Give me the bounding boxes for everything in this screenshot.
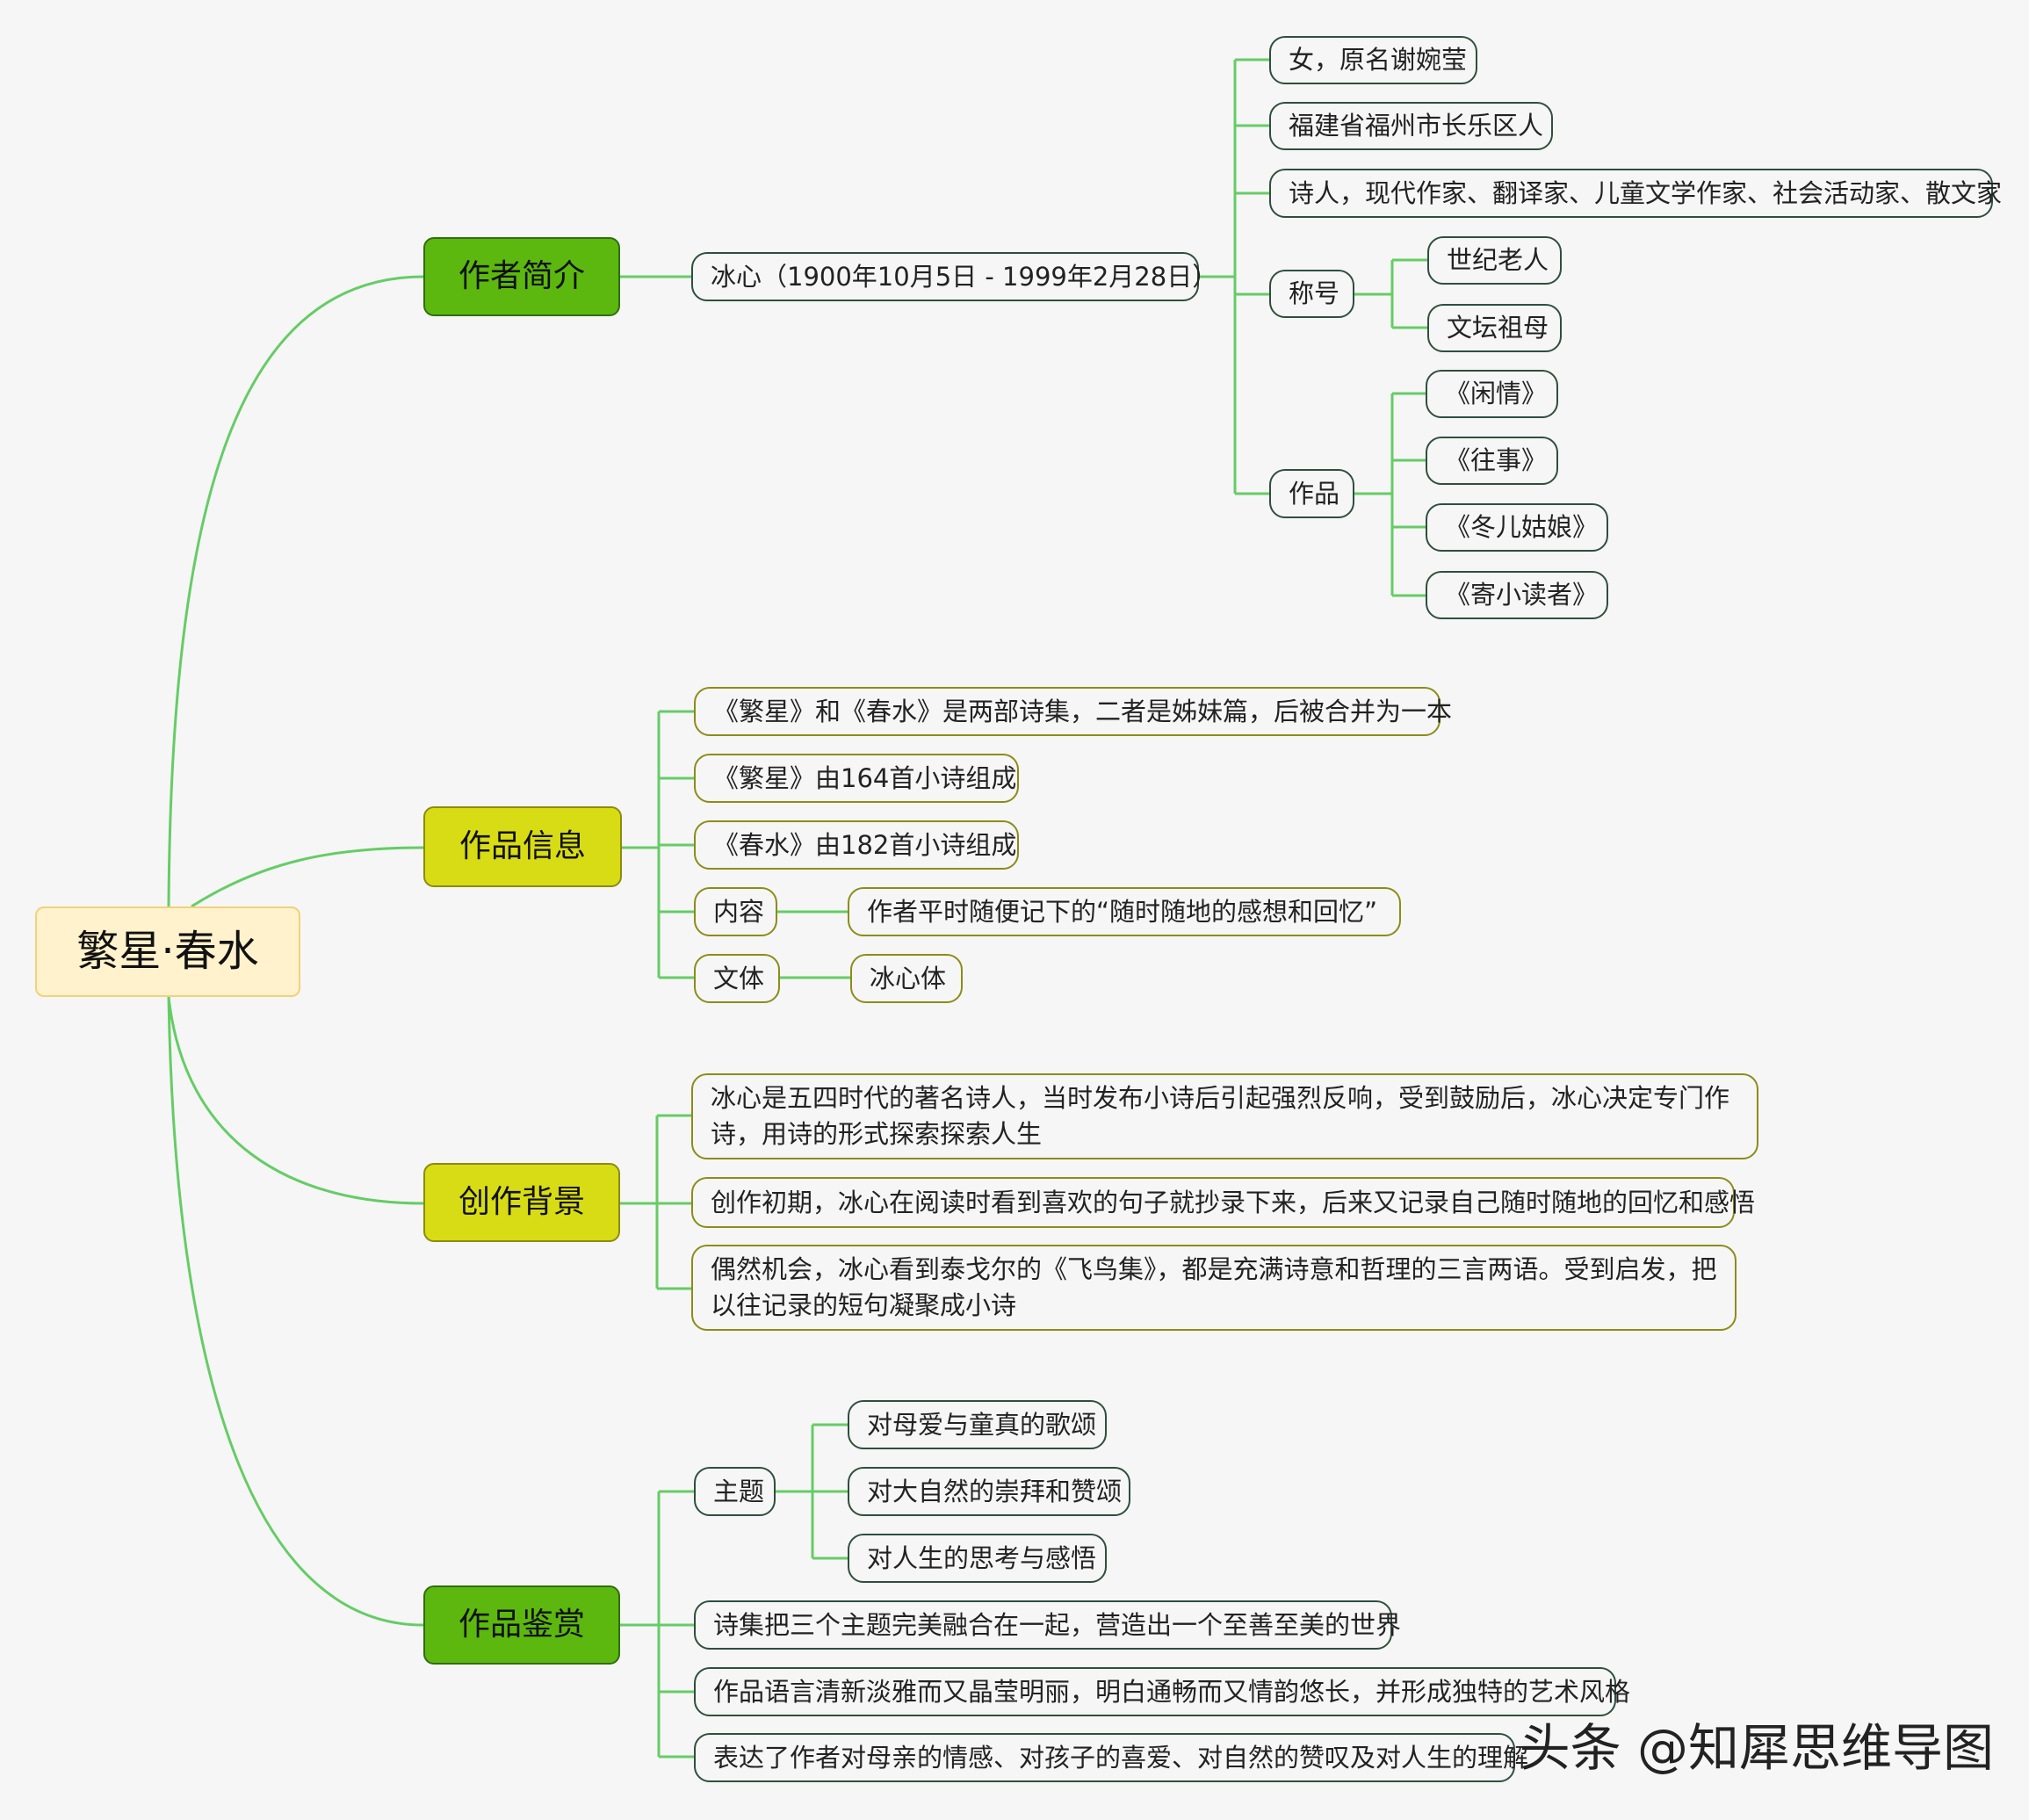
bracket-titles bbox=[1354, 258, 1427, 329]
author-works-label[interactable]: 作品 bbox=[1269, 469, 1354, 518]
info-style-node[interactable]: 冰心体 bbox=[850, 954, 963, 1003]
branch-appreciation[interactable]: 作品鉴赏 bbox=[423, 1585, 620, 1665]
title-node-1[interactable]: 世纪老人 bbox=[1427, 236, 1562, 285]
branch-info[interactable]: 作品信息 bbox=[423, 806, 622, 887]
background-item-3[interactable]: 偶然机会，冰心看到泰戈尔的《飞鸟集》，都是充满诗意和哲理的三言两语。受到启发，把… bbox=[691, 1245, 1737, 1331]
bracket-author bbox=[1233, 58, 1269, 495]
background-item-1[interactable]: 冰心是五四时代的著名诗人，当时发布小诗后引起强烈反响，受到鼓励后，冰心决定专门作… bbox=[691, 1073, 1758, 1159]
author-gender-node[interactable]: 女，原名谢婉莹 bbox=[1269, 36, 1477, 84]
author-title-label[interactable]: 称号 bbox=[1269, 270, 1354, 318]
info-style-label[interactable]: 文体 bbox=[694, 954, 780, 1003]
bracket-info bbox=[657, 710, 694, 979]
info-item-3[interactable]: 《春水》由182首小诗组成 bbox=[694, 820, 1019, 870]
info-content-node[interactable]: 作者平时随便记下的“随时随地的感想和回忆” bbox=[848, 887, 1401, 936]
appreciation-theme-label[interactable]: 主题 bbox=[694, 1467, 776, 1516]
bracket-background bbox=[655, 1114, 691, 1290]
link-root-author bbox=[167, 275, 424, 907]
work-node-3[interactable]: 《冬儿姑娘》 bbox=[1426, 503, 1608, 552]
link-root-info bbox=[191, 846, 424, 908]
work-node-4[interactable]: 《寄小读者》 bbox=[1426, 571, 1608, 619]
appreciation-item-2[interactable]: 作品语言清新淡雅而又晶莹明丽，明白通畅而又情韵悠长，并形成独特的艺术风格 bbox=[694, 1667, 1630, 1716]
appreciation-item-3[interactable]: 表达了作者对母亲的情感、对孩子的喜爱、对自然的赞叹及对人生的理解 bbox=[694, 1733, 1528, 1782]
link-root-background bbox=[167, 996, 424, 1205]
theme-node-1[interactable]: 对母爱与童真的歌颂 bbox=[848, 1400, 1107, 1449]
theme-node-3[interactable]: 对人生的思考与感悟 bbox=[848, 1534, 1107, 1583]
bracket-works bbox=[1354, 392, 1426, 597]
branch-background[interactable]: 创作背景 bbox=[423, 1163, 620, 1242]
appreciation-item-1[interactable]: 诗集把三个主题完美融合在一起，营造出一个至善至美的世界 bbox=[694, 1600, 1401, 1650]
author-name-node[interactable]: 冰心（1900年10月5日 - 1999年2月28日） bbox=[691, 252, 1217, 301]
bracket-appreciation bbox=[657, 1490, 694, 1759]
work-node-2[interactable]: 《往事》 bbox=[1426, 437, 1558, 485]
info-item-2[interactable]: 《繁星》由164首小诗组成 bbox=[694, 754, 1019, 803]
title-node-2[interactable]: 文坛祖母 bbox=[1427, 304, 1562, 352]
background-item-2[interactable]: 创作初期，冰心在阅读时看到喜欢的句子就抄录下来，后来又记录自己随时随地的回忆和感… bbox=[691, 1177, 1755, 1228]
watermark: 头条 @知犀思维导图 bbox=[1519, 1718, 1994, 1778]
root-node[interactable]: 繁星·春水 bbox=[35, 906, 300, 997]
info-content-label[interactable]: 内容 bbox=[694, 887, 777, 936]
work-node-1[interactable]: 《闲情》 bbox=[1426, 370, 1558, 418]
info-item-1[interactable]: 《繁星》和《春水》是两部诗集，二者是姊妹篇，后被合并为一本 bbox=[694, 687, 1452, 736]
author-hometown-node[interactable]: 福建省福州市长乐区人 bbox=[1269, 102, 1553, 150]
branch-author[interactable]: 作者简介 bbox=[423, 237, 620, 316]
link-root-appreciation bbox=[167, 996, 424, 1627]
bracket-themes bbox=[776, 1423, 848, 1560]
author-roles-node[interactable]: 诗人，现代作家、翻译家、儿童文学作家、社会活动家、散文家 bbox=[1269, 169, 2002, 218]
theme-node-2[interactable]: 对大自然的崇拜和赞颂 bbox=[848, 1467, 1130, 1516]
